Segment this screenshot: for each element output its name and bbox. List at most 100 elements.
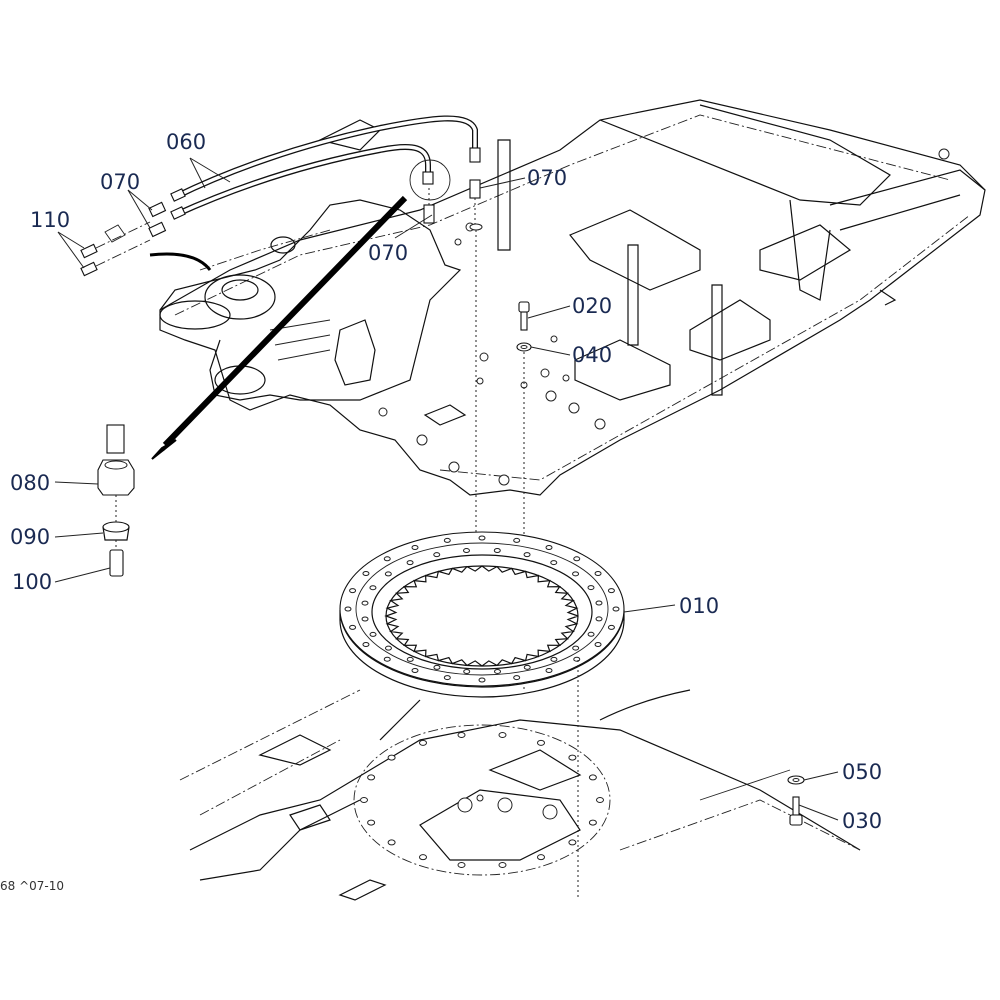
- fittings: [148, 179, 483, 238]
- callout-010[interactable]: 010: [676, 593, 723, 619]
- frame-bolt-hole: [498, 861, 507, 868]
- grease-nipples: [80, 221, 151, 277]
- bearing-bolt-hole: [545, 667, 553, 673]
- callout-110[interactable]: 110: [27, 207, 74, 233]
- bearing-inner-hole: [384, 571, 392, 577]
- bearing-bolt-hole: [513, 537, 521, 543]
- callout-050-text: 050: [842, 760, 883, 784]
- frame-bolt-hole: [360, 797, 368, 803]
- callout-050[interactable]: 050: [839, 759, 886, 785]
- bearing-inner-hole: [361, 600, 369, 606]
- bearing-bolt-hole: [344, 606, 352, 612]
- upper-frame: [149, 99, 986, 496]
- bearing-inner-hole: [587, 585, 595, 591]
- bearing-inner-hole: [595, 600, 603, 606]
- swing-bearing: [339, 531, 625, 698]
- bearing-bolt-hole: [411, 667, 419, 673]
- bolt-030: [699, 769, 805, 826]
- bearing-bolt-hole: [362, 571, 370, 576]
- bearing-inner-hole: [406, 656, 414, 662]
- frame-bolt-hole: [537, 739, 545, 746]
- callout-110-text: 110: [30, 208, 71, 232]
- bearing-bolt-hole: [383, 656, 391, 662]
- frame-bolt-hole: [419, 854, 427, 861]
- bearing-inner-hole: [550, 656, 558, 662]
- bearing-bolt-hole: [594, 642, 602, 647]
- callout-040[interactable]: 040: [569, 342, 616, 368]
- bearing-bolt-hole: [349, 624, 357, 630]
- bearing-bolt-hole: [607, 624, 615, 630]
- bearing-bolt-hole: [612, 606, 620, 612]
- bearing-inner-hole: [406, 560, 414, 566]
- callout-090-text: 090: [10, 525, 51, 549]
- callout-030[interactable]: 030: [839, 808, 886, 834]
- bearing-bolt-hole: [545, 545, 553, 551]
- callout-100[interactable]: 100: [9, 569, 56, 595]
- bearing-inner-hole: [433, 552, 441, 558]
- bearing-bolt-hole: [349, 588, 357, 594]
- frame-bolt-hole: [568, 839, 577, 846]
- bearing-inner-hole: [384, 645, 392, 651]
- callout-070-left[interactable]: 070: [97, 169, 144, 195]
- bearing-bolt-hole: [607, 588, 615, 594]
- bearing-inner-hole: [587, 631, 595, 637]
- frame-bolt-hole: [457, 732, 466, 739]
- lower-frame: [179, 660, 861, 901]
- bearing-inner-hole: [523, 552, 531, 558]
- frame-bolt-hole: [568, 754, 577, 761]
- callout-070-center-text: 070: [368, 241, 409, 265]
- callout-060[interactable]: 060: [163, 129, 210, 155]
- frame-bolt-hole: [596, 797, 604, 803]
- frame-bolt-hole: [367, 774, 376, 781]
- frame-bolt-hole: [588, 774, 597, 781]
- frame-bolt-hole: [367, 819, 376, 826]
- bearing-inner-hole: [463, 668, 471, 674]
- bearing-inner-hole: [493, 548, 501, 554]
- callout-030-text: 030: [842, 809, 883, 833]
- bearing-inner-hole: [494, 668, 502, 674]
- bearing-inner-hole: [595, 616, 603, 622]
- callout-020[interactable]: 020: [569, 293, 616, 319]
- bearing-bolt-hole: [443, 675, 451, 681]
- bearing-bolt-hole: [443, 537, 451, 543]
- bearing-bolt-hole: [478, 535, 486, 541]
- frame-bolt-hole: [537, 854, 545, 861]
- bearing-bolt-hole: [383, 556, 391, 562]
- bearing-bolt-hole: [478, 677, 486, 683]
- frame-bolt-hole: [419, 739, 427, 746]
- bearing-inner-hole: [572, 645, 580, 651]
- frame-bolt-hole: [588, 819, 597, 826]
- callout-090[interactable]: 090: [7, 524, 54, 550]
- bearing-bolt-hole: [513, 675, 521, 681]
- figure-reference: 68 ^07-10: [0, 879, 65, 893]
- bearing-inner-hole: [462, 548, 470, 554]
- callout-070-center[interactable]: 070: [365, 240, 412, 266]
- bearing-inner-hole: [523, 664, 531, 670]
- callout-070-right[interactable]: 070: [524, 165, 571, 191]
- leader-lines: [54, 157, 839, 821]
- bearing-inner-hole: [369, 631, 377, 637]
- frame-bolt-hole: [387, 839, 396, 846]
- bearing-bolt-hole: [411, 545, 419, 551]
- callout-080[interactable]: 080: [7, 470, 54, 496]
- bearing-inner-hole: [572, 571, 580, 577]
- callout-010-text: 010: [679, 594, 720, 618]
- bearing-inner-hole: [550, 560, 558, 566]
- bearing-bolt-hole: [594, 571, 602, 576]
- frame-bolt-hole: [457, 861, 466, 868]
- nut-seal-sleeve: [97, 424, 135, 577]
- bearing-inner-hole: [361, 616, 369, 622]
- bearing-inner-hole: [433, 664, 441, 670]
- gear-teeth: [384, 565, 579, 667]
- bearing-inner-hole: [369, 585, 377, 591]
- frame-bolt-hole: [498, 732, 507, 739]
- callout-100-text: 100: [12, 570, 53, 594]
- bearing-bolt-hole: [573, 656, 581, 662]
- callout-070-right-text: 070: [527, 166, 568, 190]
- bearing-bolt-hole: [362, 642, 370, 647]
- callout-060-text: 060: [166, 130, 207, 154]
- callout-070-left-text: 070: [100, 170, 141, 194]
- frame-bolt-hole: [387, 754, 396, 761]
- callout-020-text: 020: [572, 294, 613, 318]
